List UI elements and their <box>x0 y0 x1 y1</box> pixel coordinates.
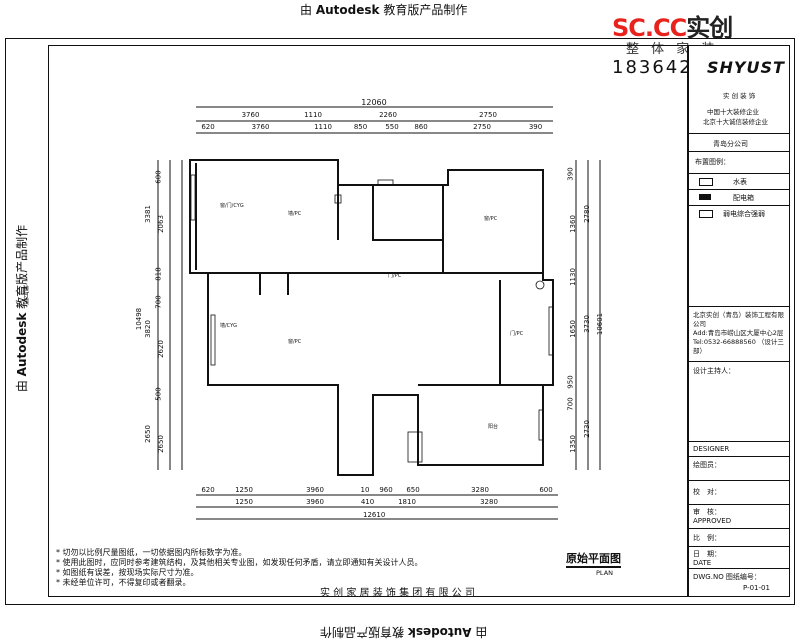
approved-label: APPROVED <box>693 517 732 525</box>
legend-label: 弱电综合强弱 <box>723 210 765 218</box>
legend-label: 配电箱 <box>733 194 754 202</box>
floor-plan: 12060 窗/门/CYG 墙/PC 窗/PC 门/PC 墙/CYG 窗/PC … <box>157 98 601 520</box>
dim-bottom-row1: 600 <box>539 486 553 494</box>
dim-left-inner: 2063 <box>156 215 165 233</box>
dim-bottom-row2: 3960 <box>306 498 324 506</box>
footer-company: 实 创 家 居 装 饰 集 团 有 限 公 司 <box>320 588 475 599</box>
note-line: * 切勿以比例尺量图纸，一切依据图内所标数字为准。 <box>56 548 247 557</box>
dim-top-total: 12060 <box>361 98 386 107</box>
dim-right-outer: 10601 <box>596 312 605 336</box>
dim-right-inner: 390 <box>566 167 575 181</box>
dim-top-row2: 2750 <box>473 123 491 131</box>
dim-bottom-row2: 3280 <box>480 498 498 506</box>
dim-bottom-row2: 1810 <box>398 498 416 506</box>
room-label: 窗/门/CYG <box>220 202 244 209</box>
brand-mark: SHYUST <box>707 58 785 77</box>
dim-top-row2: 620 <box>201 123 215 131</box>
checker-label: 校 对： <box>693 488 721 496</box>
dim-left-inner: 818 <box>154 267 163 281</box>
dim-right-inner: 700 <box>566 397 575 411</box>
legend-title: 布置图例： <box>695 158 730 166</box>
tel: Tel:0532-66888560 （设计三部） <box>693 338 784 355</box>
dim-left-mid: 2650 <box>143 425 152 443</box>
note-line: * 未经单位许可，不得复印或者翻录。 <box>56 578 191 587</box>
dim-top-row2: 1110 <box>314 123 332 131</box>
date-label: DATE <box>693 559 712 567</box>
binding-line-label: 装订线 <box>21 285 29 305</box>
edu-stamp-top: 由 Autodesk 教育版产品制作 <box>300 3 468 17</box>
room-label: 墙/PC <box>288 210 302 217</box>
dim-left-outer: 10498 <box>135 307 144 331</box>
dim-left-inner: 2620 <box>156 340 165 358</box>
dim-left-inner: 500 <box>154 387 163 401</box>
dim-top-row1: 3760 <box>241 111 260 119</box>
address: Add:青岛市崂山区大厦中心2层 <box>693 329 784 337</box>
dim-top-row1: 1110 <box>304 111 322 119</box>
dim-left-inner: 2650 <box>156 435 165 453</box>
dim-right-inner: 1360 <box>568 215 577 233</box>
drawing-frame <box>48 45 688 597</box>
branch: 青岛分公司 <box>713 140 748 148</box>
dim-right-inner: 1650 <box>568 320 577 338</box>
dim-bottom-row1: 3280 <box>471 486 489 494</box>
dim-right-inner: 1350 <box>568 435 577 453</box>
room-label: 阳台 <box>488 423 498 430</box>
scale-label: 比 例： <box>693 534 721 542</box>
dim-left-mid: 3381 <box>143 205 152 223</box>
dim-top-row2: 860 <box>414 123 428 131</box>
dim-bottom-row2: 1250 <box>235 498 253 506</box>
drawing-subtitle: PLAN <box>596 569 613 577</box>
room-label: 门/PC <box>510 330 524 337</box>
notes: * 切勿以比例尺量图纸，一切依据图内所标数字为准。 * 使用此图时，应同时参考建… <box>56 548 423 588</box>
dwg-no: P-01-01 <box>743 584 770 592</box>
approved-cn-label: 审 核： <box>693 508 721 516</box>
dim-bottom-total: 12610 <box>363 511 386 519</box>
note-line: * 使用此图时，应同时参考建筑结构，及其他相关专业图，如发现任何矛盾，请立即通知… <box>56 558 423 567</box>
dim-top-row2: 550 <box>385 123 399 131</box>
dim-left-inner: 700 <box>154 294 163 309</box>
dim-bottom-row1: 3960 <box>306 486 324 494</box>
dim-right-inner: 950 <box>566 374 575 389</box>
dim-bottom-row1: 1250 <box>235 486 253 494</box>
room-label: 窗/PC <box>288 338 302 345</box>
slogan-2: 北京十大诚信装修企业 <box>703 118 768 126</box>
company-cn: 实 创 装 饰 <box>723 92 756 100</box>
title-block: SHYUST 实 创 装 饰 中国十大装修企业 北京十大诚信装修企业 青岛分公司… <box>688 45 790 597</box>
drawer-label: 绘图员： <box>693 461 721 469</box>
dim-top-row2: 3760 <box>251 123 270 131</box>
dim-right-mid: 2730 <box>582 420 591 438</box>
dim-bottom-row1: 620 <box>201 486 215 494</box>
dim-top-row2: 850 <box>353 123 368 131</box>
distribution-box-icon <box>699 194 711 200</box>
dim-top-row2: 390 <box>528 123 543 131</box>
weak-current-box-icon <box>699 210 713 218</box>
water-meter-icon <box>699 178 713 186</box>
dwg-label: DWG.NO 图纸编号： <box>693 573 761 581</box>
dim-right-mid: 2780 <box>582 205 591 223</box>
logo: SC.CC实创 <box>612 14 733 42</box>
legend-label: 水表 <box>733 178 747 186</box>
dim-top-row1: 2260 <box>379 111 397 119</box>
room-label: 墙/CYG <box>220 322 237 329</box>
slogan-1: 中国十大装修企业 <box>707 108 759 116</box>
dim-bottom-row2: 410 <box>360 498 375 506</box>
room-label: 门/PC <box>388 272 402 279</box>
dim-bottom-row1: 650 <box>406 486 420 494</box>
designer-label: DESIGNER <box>693 445 730 453</box>
date-cn-label: 日 期： <box>693 550 721 558</box>
dim-right-inner: 1130 <box>568 267 577 286</box>
dim-right-mid: 3730 <box>582 315 591 333</box>
dim-bottom-row1: 960 <box>379 486 393 494</box>
company-full: 北京实创（青岛）装饰工程有限公司 <box>693 311 784 328</box>
edu-stamp-bottom: 由 Autodesk 教育版产品制作 <box>320 625 488 639</box>
note-line: * 如图纸有误差，按现场实际尺寸为准。 <box>56 568 199 577</box>
dim-left-mid: 3820 <box>143 320 152 338</box>
room-label: 窗/PC <box>484 215 498 222</box>
designer-lead: 设计主持人： <box>693 367 735 375</box>
dim-top-row1: 2750 <box>479 111 497 119</box>
dim-left-inner: 600 <box>154 169 163 184</box>
drawing-title: 原始平面图 <box>566 550 621 568</box>
dim-bottom-row1: 10 <box>360 486 370 494</box>
outer-frame <box>5 38 795 605</box>
